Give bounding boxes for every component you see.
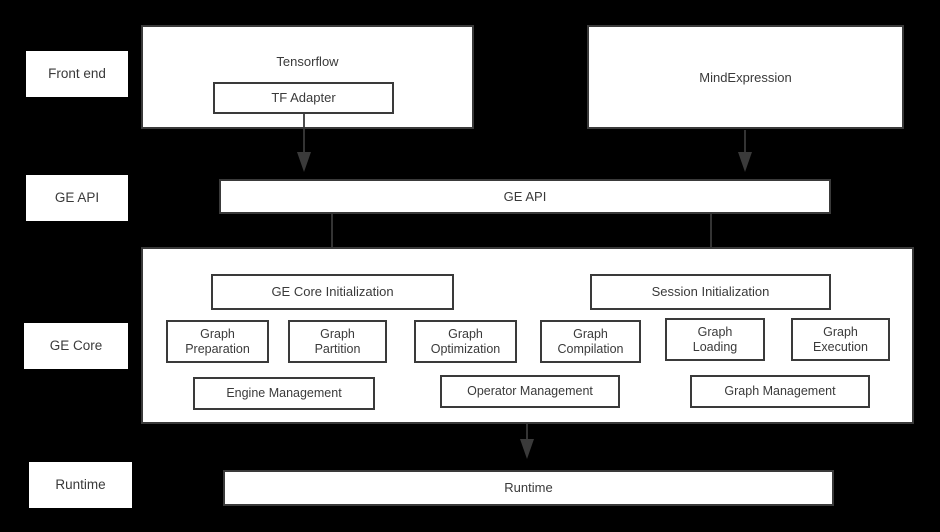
mindexpression-title: MindExpression [699,70,792,85]
mindexpression-container[interactable] [587,25,904,129]
layer-label-runtime: Runtime [29,462,132,508]
layer-label-front-end: Front end [26,51,128,97]
tf-adapter-box[interactable]: TF Adapter [213,82,394,114]
graph-preparation-box[interactable]: Graph Preparation [166,320,269,363]
engine-management-box[interactable]: Engine Management [193,377,375,410]
session-initialization-box[interactable]: Session Initialization [590,274,831,310]
ge-api-bar[interactable]: GE API [219,179,831,214]
layer-label-ge-api: GE API [26,175,128,221]
graph-compilation-box[interactable]: Graph Compilation [540,320,641,363]
operator-management-box[interactable]: Operator Management [440,375,620,408]
graph-management-box[interactable]: Graph Management [690,375,870,408]
graph-loading-box[interactable]: Graph Loading [665,318,765,361]
ge-core-initialization-box[interactable]: GE Core Initialization [211,274,454,310]
runtime-bar[interactable]: Runtime [223,470,834,506]
graph-partition-box[interactable]: Graph Partition [288,320,387,363]
graph-optimization-box[interactable]: Graph Optimization [414,320,517,363]
layer-label-ge-core: GE Core [24,323,128,369]
tensorflow-title: Tensorflow [276,54,339,69]
graph-execution-box[interactable]: Graph Execution [791,318,890,361]
